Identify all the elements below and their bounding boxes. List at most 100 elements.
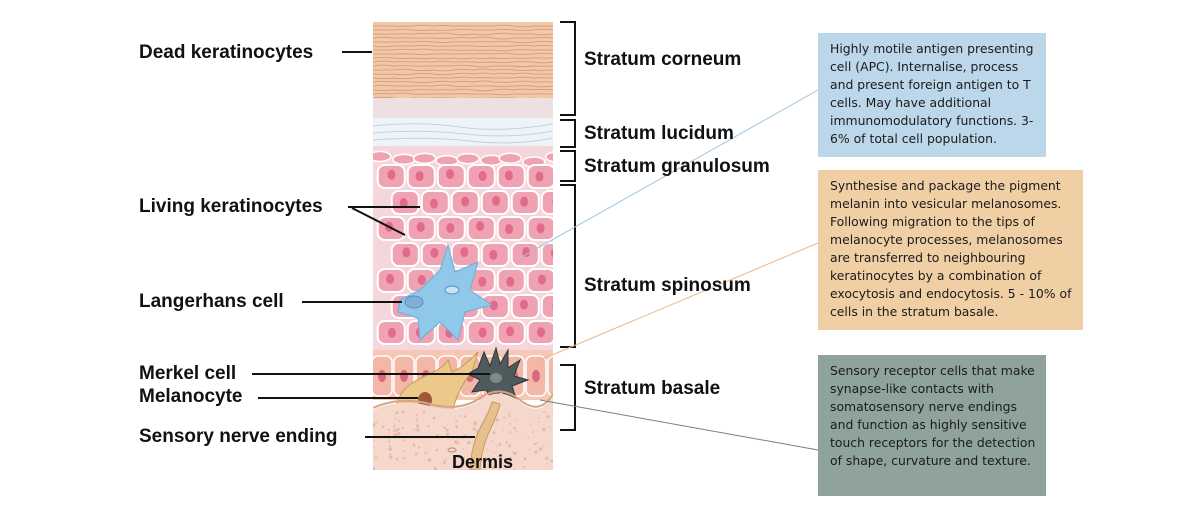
dermis-dot <box>543 445 545 448</box>
dermis-layer <box>373 393 553 470</box>
dermis-dot <box>402 439 406 442</box>
corneum-fiber-line <box>373 84 553 88</box>
dermis-dot <box>532 431 534 433</box>
dermis-dot <box>382 425 385 429</box>
corneum-fiber-line <box>373 88 553 92</box>
spinosum-cell <box>466 164 496 189</box>
dermis-dot <box>463 415 467 418</box>
lucidum-layer <box>373 118 553 148</box>
dermis-dot <box>414 452 418 456</box>
dermis-dot <box>491 439 493 442</box>
corneum-fiber-line <box>373 57 553 60</box>
dermis-dot <box>509 431 512 434</box>
dermis-dot <box>398 432 401 434</box>
dermis-dot <box>499 468 501 470</box>
spinosum-cell <box>436 164 466 189</box>
langerhans-description-box: Highly motile antigen presenting cell (A… <box>818 33 1046 157</box>
dermis-dot <box>427 424 430 428</box>
spinosum-cell <box>480 190 510 215</box>
spinosum-cell <box>406 164 436 189</box>
dermis-dot <box>505 441 508 444</box>
dermis-dot <box>523 466 526 469</box>
dermis-dot <box>373 423 376 427</box>
dermis-dot <box>546 415 550 419</box>
spinosum-cell <box>466 320 496 345</box>
spinosum-cell <box>496 320 526 345</box>
corneum-fiber-line <box>373 32 553 36</box>
label-sensory-nerve-ending: Sensory nerve ending <box>139 426 338 447</box>
dermis-dot <box>508 423 511 426</box>
dermis-dot <box>444 458 447 461</box>
label-living-keratinocytes: Living keratinocytes <box>139 196 323 217</box>
spinosum-cell <box>436 216 466 241</box>
dermis-dot <box>495 452 497 454</box>
granulosum-cell <box>498 152 522 164</box>
dermis-dot <box>393 425 396 428</box>
label-stratum-lucidum: Stratum lucidum <box>584 123 734 144</box>
dermis-dot <box>534 450 538 454</box>
dermis-dot <box>543 411 545 414</box>
layer-brackets <box>560 21 576 431</box>
langerhans-nucleus <box>404 295 424 309</box>
label-dead-keratinocytes: Dead keratinocytes <box>139 42 314 63</box>
dermis-dot <box>373 447 375 449</box>
spinosum-cell <box>480 242 510 267</box>
basal-cell <box>373 355 393 397</box>
dermis-dot <box>459 415 461 417</box>
bracket-corneum <box>560 21 576 116</box>
dermis-dot <box>509 456 512 460</box>
merkel-nucleus <box>490 373 502 383</box>
corneum-fiber-line <box>373 48 553 52</box>
spinosum-cell <box>510 294 540 319</box>
dermis-dot <box>534 442 537 446</box>
dermis-dot <box>514 468 516 470</box>
dermis-dot <box>537 416 540 419</box>
label-stratum-granulosum: Stratum granulosum <box>584 156 770 177</box>
dermis-dot <box>492 466 496 470</box>
dermis-dot <box>404 415 406 417</box>
label-dermis: Dermis <box>452 452 514 472</box>
dermis-dot <box>389 453 392 456</box>
corneum-fiber-line <box>373 36 553 40</box>
dermis-dot <box>538 447 543 451</box>
spinosum-cell <box>510 190 540 215</box>
lucidum-fibers <box>373 123 553 144</box>
label-stratum-corneum: Stratum corneum <box>584 49 742 70</box>
granulosum-cell <box>412 152 437 165</box>
label-stratum-spinosum: Stratum spinosum <box>584 275 751 296</box>
pointer-lines <box>252 51 490 438</box>
dermis-dot <box>394 418 397 420</box>
dermis-dot <box>527 436 530 439</box>
dermis-dot <box>427 458 432 462</box>
label-stratum-basale: Stratum basale <box>584 378 721 399</box>
corneum-fiber-line <box>373 24 553 28</box>
bracket-spinosum <box>560 184 576 348</box>
spinosum-cell <box>450 190 480 215</box>
spinosum-cell <box>376 320 406 345</box>
connector-melanocyte <box>539 242 819 361</box>
label-langerhans-cell: Langerhans cell <box>139 291 284 312</box>
dermis-dot <box>443 426 446 429</box>
corneum-fiber-line <box>373 92 553 96</box>
basement-membrane <box>373 390 553 409</box>
bracket-basale <box>560 364 576 431</box>
spinosum-cell <box>376 164 406 189</box>
dermis-dot <box>502 429 505 432</box>
dermis-dot <box>395 411 399 415</box>
dermis-dot <box>389 440 391 442</box>
dermis-fiber <box>447 447 457 453</box>
dermis-dot <box>389 445 392 448</box>
dermis-dot <box>552 412 553 414</box>
dermis-dot <box>387 428 390 431</box>
langerhans-cell-shape <box>397 243 494 342</box>
pointer-living-keratinocytes-b <box>351 207 406 236</box>
basal-cell <box>525 355 547 397</box>
dermis-dot <box>455 419 458 423</box>
bracket-granulosum <box>560 150 576 182</box>
dermis-dot <box>403 450 406 453</box>
dermis-dot <box>432 416 436 420</box>
merkel-description-box: Sensory receptor cells that make synapse… <box>818 355 1046 496</box>
spinosum-cell <box>540 294 553 319</box>
dermis-dot <box>393 428 396 432</box>
